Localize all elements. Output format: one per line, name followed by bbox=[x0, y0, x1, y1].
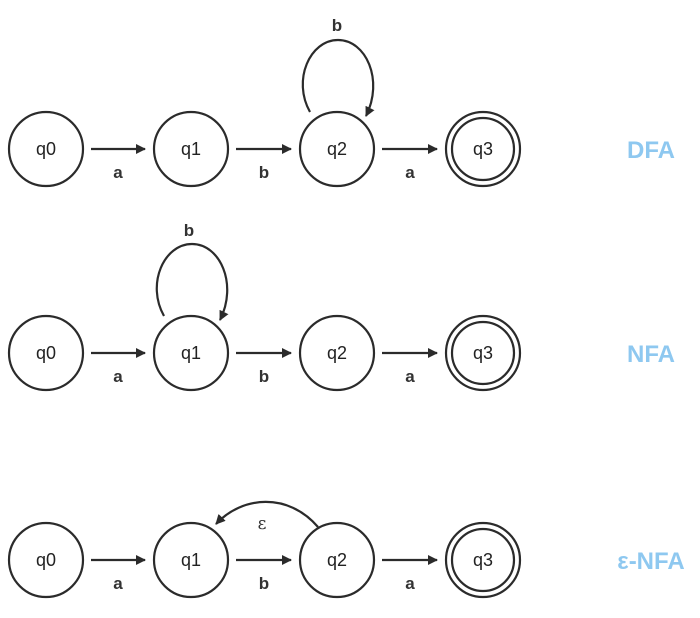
epsilon-edge-label: ε bbox=[258, 514, 267, 534]
self-loop-q1 bbox=[155, 242, 229, 321]
edge-label-q1-q2: b bbox=[259, 163, 269, 182]
automaton-title-epsilon-nfa: ε-NFA bbox=[617, 548, 684, 575]
state-q3-inner bbox=[450, 527, 516, 593]
edge-label-q0-q1: a bbox=[113, 574, 123, 593]
state-q1 bbox=[152, 314, 230, 392]
state-q2 bbox=[298, 521, 376, 599]
state-label-q0: q0 bbox=[36, 343, 56, 363]
state-q2 bbox=[298, 110, 376, 188]
state-label-q0: q0 bbox=[36, 139, 56, 159]
state-label-q2: q2 bbox=[327, 550, 347, 570]
edge-label-q0-q1: a bbox=[113, 163, 123, 182]
self-loop-label-q1: b bbox=[184, 221, 194, 240]
state-q1 bbox=[152, 521, 230, 599]
state-q0 bbox=[7, 521, 85, 599]
automaton-dfa: q0 q1 q2 q3 a b a b DFA bbox=[7, 16, 675, 188]
state-q0 bbox=[7, 314, 85, 392]
state-label-q3: q3 bbox=[473, 550, 493, 570]
edge-label-q0-q1: a bbox=[113, 367, 123, 386]
state-label-q3: q3 bbox=[473, 343, 493, 363]
state-q3-inner bbox=[450, 320, 516, 386]
self-loop-q2 bbox=[301, 38, 375, 117]
edge-label-q2-q3: a bbox=[405, 574, 415, 593]
state-label-q1: q1 bbox=[181, 343, 201, 363]
automaton-epsilon-nfa: q0 q1 q2 q3 a b a ε ε-NFA bbox=[7, 500, 685, 599]
state-label-q2: q2 bbox=[327, 139, 347, 159]
state-label-q1: q1 bbox=[181, 139, 201, 159]
state-q1 bbox=[152, 110, 230, 188]
epsilon-edge-q2-q1 bbox=[215, 500, 319, 528]
state-q0 bbox=[7, 110, 85, 188]
edge-label-q1-q2: b bbox=[259, 367, 269, 386]
state-q2 bbox=[298, 314, 376, 392]
edge-label-q2-q3: a bbox=[405, 367, 415, 386]
state-label-q2: q2 bbox=[327, 343, 347, 363]
automaton-nfa: q0 q1 q2 q3 a b a b NFA bbox=[7, 221, 675, 392]
state-label-q3: q3 bbox=[473, 139, 493, 159]
state-label-q0: q0 bbox=[36, 550, 56, 570]
edge-label-q1-q2: b bbox=[259, 574, 269, 593]
edge-label-q2-q3: a bbox=[405, 163, 415, 182]
state-q3-inner bbox=[450, 116, 516, 182]
automaton-title-nfa: NFA bbox=[627, 341, 675, 368]
self-loop-label-q2: b bbox=[332, 16, 342, 35]
state-label-q1: q1 bbox=[181, 550, 201, 570]
automaton-title-dfa: DFA bbox=[627, 137, 675, 164]
